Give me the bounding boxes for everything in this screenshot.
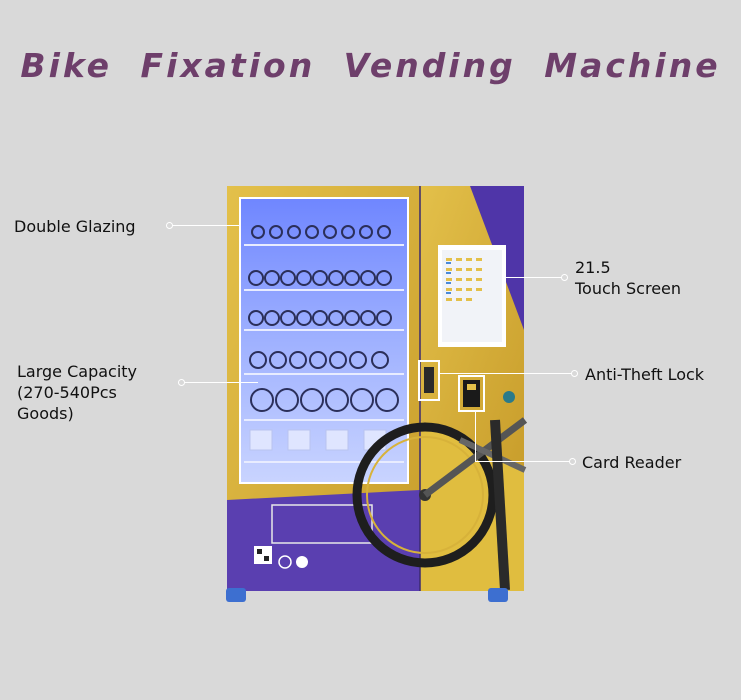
touch-screen-dot [561,274,568,281]
large-capacity-line3: Goods) [17,404,74,423]
card-reader-dot [569,458,576,465]
card-reader-leader [475,461,571,462]
page-title: Bike Fixation Vending Machine [20,46,721,85]
anti-theft-lock-dot [571,370,578,377]
qr-code [254,546,272,564]
large-capacity-line1: Large Capacity [17,362,138,381]
double-glazing-label: Double Glazing [14,217,136,236]
spiral-coils [248,225,399,412]
touch-screen [438,245,506,347]
pickup-slot [271,504,373,544]
double-glazing-dot [166,222,173,229]
large-capacity-dot [178,379,185,386]
card-reader-icon [458,375,515,412]
touch-screen-leader [505,277,563,278]
touch-screen-line1: 21.5 [575,258,611,277]
anti-theft-lock-label: Anti-Theft Lock [585,365,705,384]
card-reader-label: Card Reader [582,453,682,472]
touch-screen-line2: Touch Screen [575,279,682,298]
glass-window [239,197,409,484]
instagram-icon [278,555,292,569]
touch-screen-label: 21.5 Touch Screen [575,257,681,299]
large-capacity-line2: (270-540Pcs [17,383,117,402]
facebook-icon [296,556,308,568]
card-reader-leader-vertical [475,411,476,461]
large-capacity-label: Large Capacity (270-540Pcs Goods) [17,361,137,424]
anti-theft-lock-leader [439,373,573,374]
caster-wheels [226,588,508,602]
lock-icon [418,360,440,401]
large-capacity-leader [183,382,258,383]
double-glazing-leader [171,225,240,226]
